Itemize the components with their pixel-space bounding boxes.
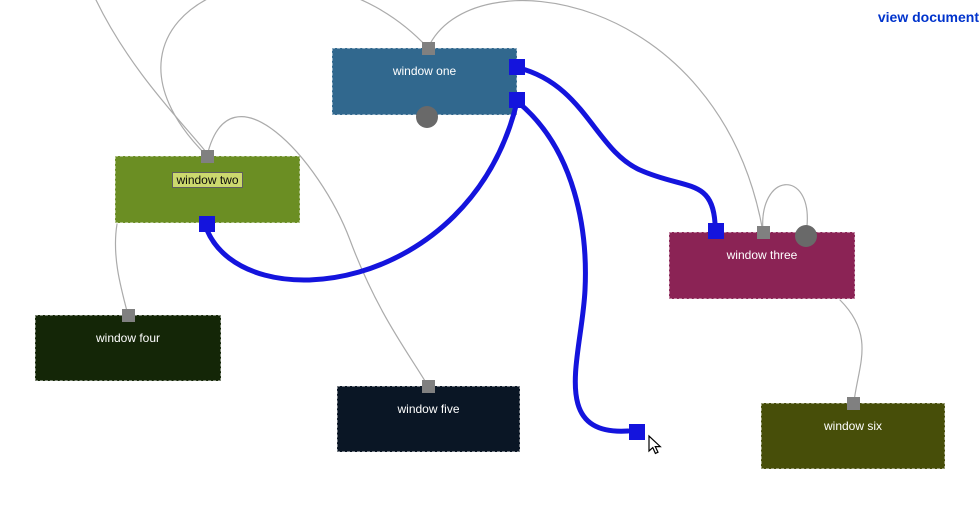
connection-port-one-1[interactable] — [509, 59, 525, 75]
window-label-three: window three — [726, 248, 798, 262]
window-node-one[interactable]: window one — [332, 48, 517, 115]
gray-edge-window-two-to-window-four-top — [114, 223, 129, 316]
blue-edge-window-one-port-1-to-window-three-port — [516, 65, 718, 226]
window-label-four: window four — [95, 331, 161, 345]
resize-knob-circle-three[interactable] — [795, 225, 817, 247]
window-label-one: window one — [392, 64, 457, 78]
resize-knob-circle-one[interactable] — [416, 106, 438, 128]
connector-handle-five[interactable] — [421, 379, 435, 393]
connector-handle-four[interactable] — [121, 308, 135, 322]
window-node-two[interactable]: window two — [115, 156, 300, 223]
connection-port-three-1[interactable] — [708, 223, 724, 239]
view-document-link[interactable]: view document — [877, 9, 979, 25]
window-node-four[interactable]: window four — [35, 315, 221, 381]
connection-port-two-1[interactable] — [199, 216, 215, 232]
window-node-three[interactable]: window three — [669, 232, 855, 299]
gray-edge-window-one-top-to-window-three-top — [427, 0, 764, 233]
window-node-five[interactable]: window five — [337, 386, 520, 452]
connector-handle-three[interactable] — [756, 225, 770, 239]
window-label-six: window six — [823, 419, 883, 433]
drag-connection-port-drag-end[interactable] — [629, 424, 645, 440]
gray-edge-window-three-bottom-to-window-six-top — [839, 299, 863, 403]
window-label-five: window five — [397, 402, 460, 416]
window-label-two[interactable]: window two — [172, 172, 243, 188]
connector-handle-two[interactable] — [200, 149, 214, 163]
connection-port-one-2[interactable] — [509, 92, 525, 108]
gray-edge-offscreen-topleft-to-window-two-top — [95, 0, 207, 153]
window-node-six[interactable]: window six — [761, 403, 945, 469]
mouse-cursor-icon — [648, 434, 662, 455]
connector-handle-six[interactable] — [846, 396, 860, 410]
connector-handle-one[interactable] — [421, 41, 435, 55]
blue-edge-window-one-port-2-to-drag-end — [516, 100, 631, 434]
